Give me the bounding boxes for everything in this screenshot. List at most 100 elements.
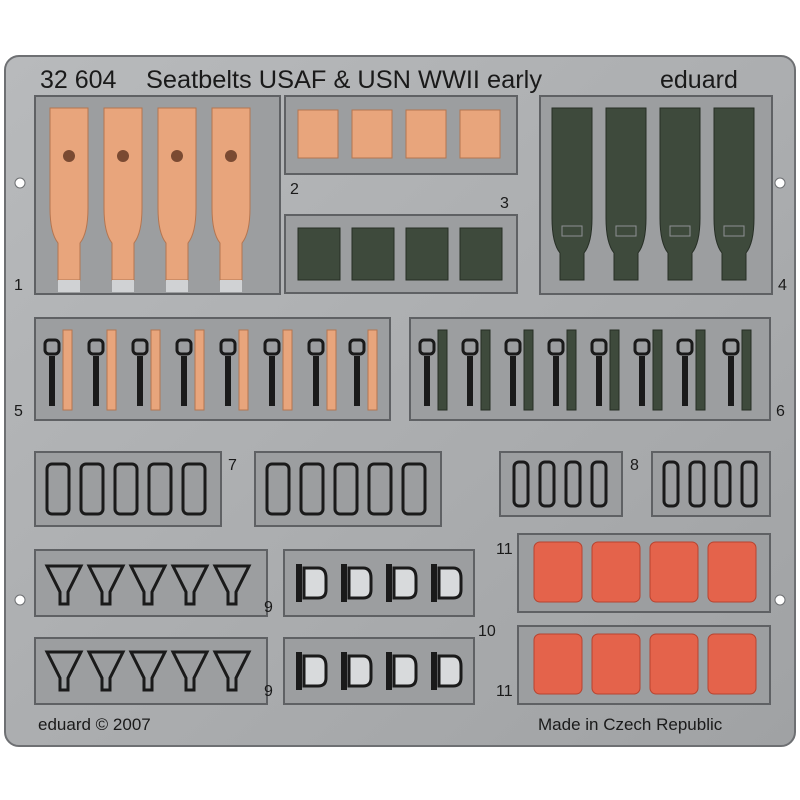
buckle-8-4 <box>590 460 608 508</box>
strap-olive-2 <box>605 107 647 281</box>
buckle-7-8 <box>333 462 359 516</box>
catalog-number: 32 604 <box>40 66 117 94</box>
mounting-hole-left <box>14 177 26 189</box>
lap-belt-olive-7 <box>676 329 706 411</box>
sheet-title: Seatbelts USAF & USN WWII early <box>146 66 543 94</box>
strap-tan-3 <box>157 107 197 292</box>
buckle-8-3 <box>564 460 582 508</box>
origin-text: Made in Czech Republic <box>538 715 723 734</box>
latch-10-6 <box>341 652 373 690</box>
mounting-hole-left-lower <box>14 594 26 606</box>
part-number-5: 5 <box>14 403 23 420</box>
buckle-8-1 <box>512 460 530 508</box>
fitting-9-1 <box>44 564 84 606</box>
pad-red-8 <box>707 633 757 695</box>
part-number-2: 2 <box>290 181 299 198</box>
lap-belt-olive-4 <box>547 329 577 411</box>
part-frame-6 <box>409 317 771 421</box>
pad-tan-3 <box>405 109 447 159</box>
buckle-7-6 <box>265 462 291 516</box>
mounting-hole-right-lower <box>774 594 786 606</box>
part-number-9a: 9 <box>264 599 273 616</box>
buckle-8-2 <box>538 460 556 508</box>
part-number-11b: 11 <box>496 683 513 700</box>
part-number-11a: 11 <box>496 541 513 558</box>
fitting-9-10 <box>212 650 252 692</box>
part-group-1: 1 <box>14 95 281 295</box>
latch-10-8 <box>431 652 463 690</box>
buckle-7-4 <box>147 462 173 516</box>
mounting-hole-right <box>774 177 786 189</box>
part-group-11: 11 11 <box>496 533 771 705</box>
buckle-8-8 <box>740 460 758 508</box>
part-frame-9b <box>34 637 268 705</box>
latch-10-5 <box>296 652 328 690</box>
part-group-9: 9 9 <box>34 549 273 705</box>
fitting-9-3 <box>128 564 168 606</box>
part-number-7: 7 <box>228 457 237 474</box>
strap-tan-2 <box>103 107 143 292</box>
part-number-10: 10 <box>478 623 496 640</box>
pad-red-4 <box>707 541 757 603</box>
part-number-9b: 9 <box>264 683 273 700</box>
part-number-1: 1 <box>14 277 23 294</box>
fitting-9-9 <box>170 650 210 692</box>
fitting-9-6 <box>44 650 84 692</box>
part-frame-9a <box>34 549 268 617</box>
lap-belt-olive-3 <box>504 329 534 411</box>
buckle-7-1 <box>45 462 71 516</box>
part-group-4: 4 <box>539 95 787 295</box>
part-group-8: 8 <box>499 451 771 517</box>
pad-olive-1 <box>297 227 341 281</box>
lap-belt-tan-4 <box>175 329 205 411</box>
lap-belt-olive-2 <box>461 329 491 411</box>
buckle-7-10 <box>401 462 427 516</box>
pad-olive-2 <box>351 227 395 281</box>
part-group-5: 5 <box>14 317 391 421</box>
latch-10-1 <box>296 564 328 602</box>
fitting-9-5 <box>212 564 252 606</box>
copyright-text: eduard © 2007 <box>38 715 151 734</box>
part-number-8: 8 <box>630 457 639 474</box>
buckle-8-5 <box>662 460 680 508</box>
buckle-8-6 <box>688 460 706 508</box>
pad-tan-1 <box>297 109 339 159</box>
pad-red-6 <box>591 633 641 695</box>
lap-belt-tan-2 <box>87 329 117 411</box>
part-number-6: 6 <box>776 403 785 420</box>
pad-red-7 <box>649 633 699 695</box>
pad-red-5 <box>533 633 583 695</box>
part-group-10: 10 <box>283 549 496 705</box>
lap-belt-olive-8 <box>722 329 752 411</box>
strap-tan-4 <box>211 107 251 292</box>
part-number-4: 4 <box>778 277 787 294</box>
fitting-9-8 <box>128 650 168 692</box>
lap-belt-tan-1 <box>43 329 73 411</box>
lap-belt-tan-7 <box>307 329 337 411</box>
latch-10-2 <box>341 564 373 602</box>
latch-10-4 <box>431 564 463 602</box>
lap-belt-olive-5 <box>590 329 620 411</box>
part-group-7: 7 <box>34 451 442 527</box>
lap-belt-tan-6 <box>263 329 293 411</box>
part-group-6: 6 <box>409 317 785 421</box>
pad-tan-4 <box>459 109 501 159</box>
lap-belt-tan-5 <box>219 329 249 411</box>
part-number-3: 3 <box>500 195 509 212</box>
pad-olive-3 <box>405 227 449 281</box>
pad-tan-2 <box>351 109 393 159</box>
fitting-9-7 <box>86 650 126 692</box>
buckle-7-5 <box>181 462 207 516</box>
pad-red-3 <box>649 541 699 603</box>
fitting-9-2 <box>86 564 126 606</box>
buckle-7-3 <box>113 462 139 516</box>
buckle-7-7 <box>299 462 325 516</box>
buckle-8-7 <box>714 460 732 508</box>
strap-tan-1 <box>49 107 89 292</box>
strap-olive-3 <box>659 107 701 281</box>
lap-belt-tan-8 <box>348 329 378 411</box>
strap-olive-4 <box>713 107 755 281</box>
buckle-7-2 <box>79 462 105 516</box>
part-frame-5 <box>34 317 391 421</box>
